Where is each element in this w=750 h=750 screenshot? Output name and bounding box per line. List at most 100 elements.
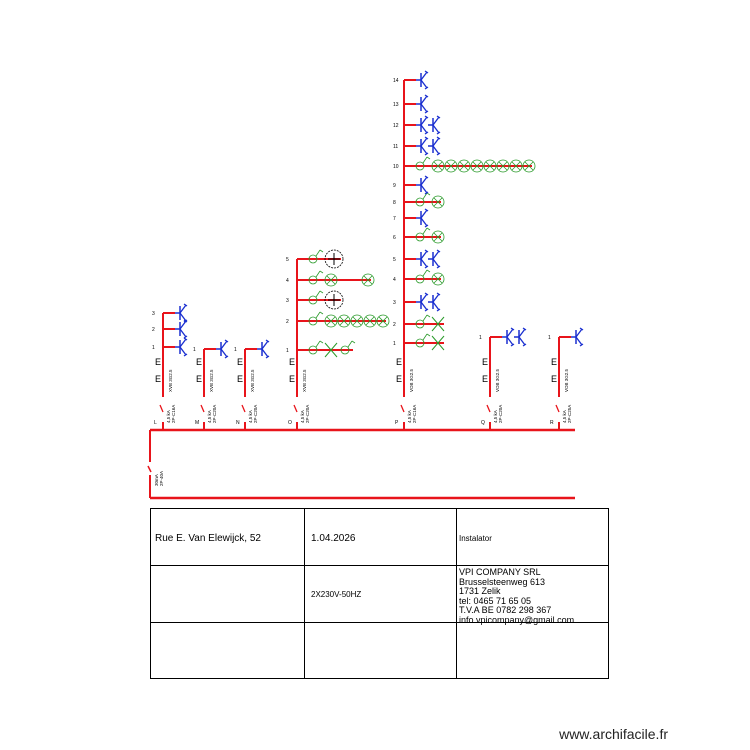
earth-mark: E bbox=[289, 357, 295, 367]
lamp-icon bbox=[337, 314, 351, 328]
circuit-number: 8 bbox=[393, 200, 396, 206]
socket-tick bbox=[424, 152, 429, 156]
earth-mark: E bbox=[155, 357, 161, 367]
lamp-circle bbox=[496, 159, 510, 173]
company-vat: T.V.A BE 0782 298 367 bbox=[459, 605, 552, 615]
socket-tick bbox=[424, 70, 429, 74]
switch-circle bbox=[415, 319, 425, 329]
lamp-circle bbox=[444, 159, 458, 173]
breaker-icon bbox=[400, 404, 405, 413]
circuit-P-3: 3 bbox=[393, 292, 441, 312]
breaker-rating: 4,5 kA bbox=[493, 410, 498, 423]
earth-mark: E bbox=[482, 357, 488, 367]
cable-type: XVB 3G2.5 bbox=[302, 369, 307, 392]
socket-icon bbox=[428, 136, 441, 156]
switch-circle bbox=[415, 197, 425, 207]
installer-label: Instalator bbox=[459, 534, 492, 543]
socket-tick bbox=[579, 327, 584, 331]
switch-circle bbox=[415, 338, 425, 348]
watermark: www.archifacile.fr bbox=[559, 726, 668, 742]
switch-tip bbox=[426, 333, 431, 337]
switch-icon bbox=[308, 311, 324, 326]
socket-icon bbox=[175, 337, 188, 357]
breaker-icon bbox=[200, 404, 205, 413]
circuit-P-6: 6 bbox=[393, 227, 445, 244]
socket-icon bbox=[502, 327, 515, 347]
socket-tick bbox=[436, 292, 441, 296]
earth-mark: E bbox=[551, 357, 557, 367]
switch-icon bbox=[415, 314, 431, 329]
socket-tick bbox=[424, 136, 429, 140]
circuit-number: 9 bbox=[393, 183, 396, 189]
switch-circle bbox=[308, 254, 318, 264]
cable-type: XVB 3G2.5 bbox=[250, 369, 255, 392]
lamp-cross bbox=[433, 232, 443, 242]
circuit-number: 1 bbox=[393, 341, 396, 347]
socket-arm bbox=[420, 79, 428, 89]
socket-arm bbox=[432, 301, 440, 311]
switch-lever bbox=[315, 249, 321, 257]
rcd-rating: 30mA bbox=[154, 474, 159, 486]
lamp-cross bbox=[498, 161, 508, 171]
company-city: 1731 Zelik bbox=[459, 586, 501, 596]
circuit-P-4: 4 bbox=[393, 269, 445, 286]
lamp-circle bbox=[470, 159, 484, 173]
lamp-cross bbox=[433, 274, 443, 284]
breaker-rating: 4,5 kA bbox=[166, 410, 171, 423]
lamp-circle bbox=[324, 273, 338, 287]
lamp-icon bbox=[324, 273, 338, 287]
circuit-P-12: 12 bbox=[393, 115, 441, 135]
socket-arm bbox=[420, 137, 428, 147]
switch-tip bbox=[319, 270, 324, 274]
socket-icon bbox=[257, 339, 270, 359]
feeder-label: P bbox=[395, 420, 399, 426]
lamp-icon bbox=[350, 314, 364, 328]
switch-icon bbox=[308, 270, 324, 285]
lamp-icon bbox=[496, 159, 510, 173]
switch-tip bbox=[426, 156, 431, 160]
socket-arm bbox=[420, 124, 428, 134]
socket-arm bbox=[420, 103, 428, 113]
breaker-rating: 2P-C20A bbox=[212, 405, 217, 423]
switch-lever bbox=[315, 270, 321, 278]
lamp-circle bbox=[350, 314, 364, 328]
feeder-label: Q bbox=[481, 420, 485, 426]
socket-icon bbox=[416, 94, 429, 114]
socket-arm bbox=[179, 320, 187, 330]
switch-circle bbox=[415, 274, 425, 284]
feeder-label: R bbox=[550, 420, 554, 426]
socket-arm bbox=[420, 145, 428, 155]
circuit-number: 12 bbox=[393, 123, 399, 129]
lighting-point-icon bbox=[324, 342, 338, 358]
socket-arm bbox=[179, 304, 187, 314]
lamp-cross bbox=[472, 161, 482, 171]
feeder-label: O bbox=[288, 420, 292, 426]
lamp-cross bbox=[511, 161, 521, 171]
switch-tip bbox=[426, 192, 431, 196]
socket-arm bbox=[220, 348, 228, 358]
circuit-N-1: 1 bbox=[234, 339, 270, 359]
switch-lever bbox=[347, 340, 353, 348]
circuit-number: 5 bbox=[286, 257, 289, 263]
socket-icon bbox=[428, 115, 441, 135]
lamp-circle bbox=[522, 159, 536, 173]
lamp-icon bbox=[509, 159, 523, 173]
socket-arm bbox=[179, 346, 187, 356]
earth-mark: E bbox=[196, 374, 202, 384]
socket-icon bbox=[514, 327, 527, 347]
breaker-rating: 4,5 kA bbox=[407, 410, 412, 423]
earth-mark: E bbox=[237, 357, 243, 367]
circuit-number: 3 bbox=[393, 300, 396, 306]
switch-lever bbox=[315, 340, 321, 348]
lamp-circle bbox=[431, 159, 445, 173]
switch-lever bbox=[422, 314, 428, 322]
socket-tick bbox=[436, 115, 441, 119]
rcd-switch-icon bbox=[147, 465, 152, 473]
socket-tick bbox=[183, 353, 188, 357]
circuit-M-1: 1 bbox=[193, 339, 229, 359]
socket-arm bbox=[420, 184, 428, 194]
socket-tick bbox=[510, 343, 515, 347]
